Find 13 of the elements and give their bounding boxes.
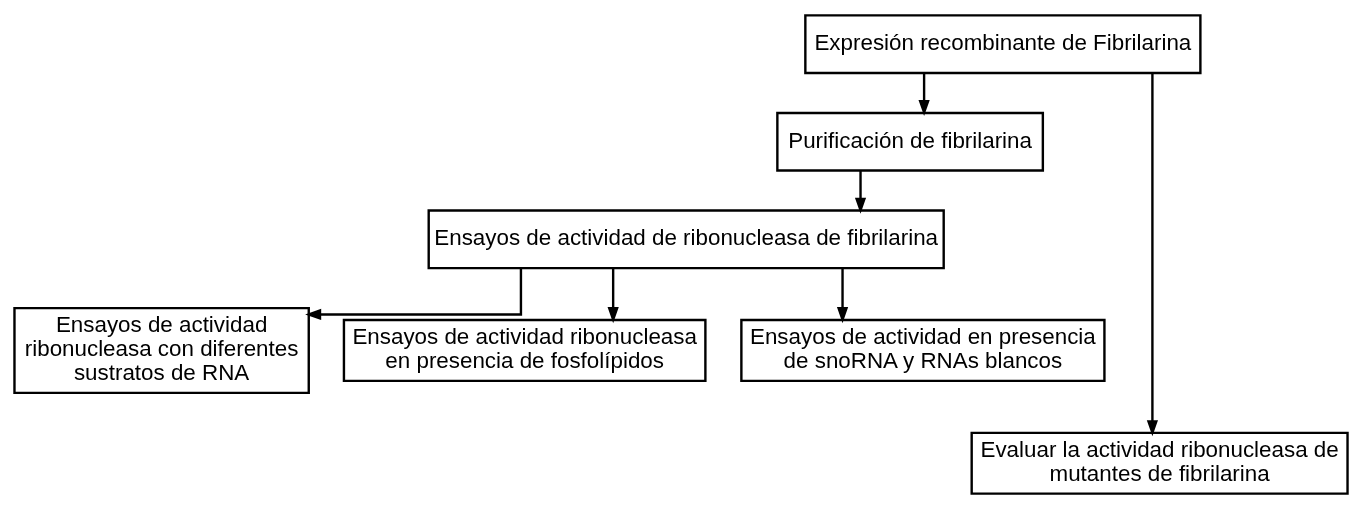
node-box: Purificación de fibrilarina — [776, 111, 1045, 172]
node-box: Ensayos de actividad ribonucleasa con diferentes sustratos de RNA — [13, 306, 310, 394]
arrow — [854, 170, 867, 214]
node-box: Ensayos de actividad ribonucleasa en presencia de fosfolípidos — [342, 318, 707, 382]
arrow — [305, 267, 523, 320]
arrow — [918, 72, 930, 116]
node-box: Expresión recombinante de Fibrilarina — [804, 13, 1202, 74]
node-box: Ensayos de actividad de ribonucleasa de fibrilarina — [427, 208, 945, 269]
node-box: Ensayos de actividad en presencia de snoRNA y RNAs blancos — [740, 318, 1106, 382]
arrow — [1146, 72, 1159, 436]
arrow — [836, 268, 849, 323]
arrow — [607, 268, 619, 323]
node-box: Evaluar la actividad ribonucleasa de mutantes de fibrilarina — [970, 431, 1349, 495]
